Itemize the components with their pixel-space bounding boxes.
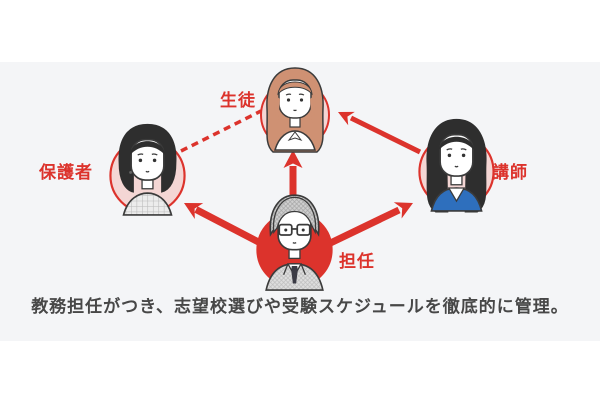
caption-text: 教務担任がつき、志望校選びや受験スケジュールを徹底的に管理。 (31, 297, 569, 317)
node-label-teacher: 担任 (339, 252, 375, 272)
guardian-woman-avatar-icon (109, 123, 186, 216)
student-girl-avatar-icon (260, 67, 330, 153)
instructor-woman-avatar-icon (418, 118, 495, 213)
node-label-student: 生徒 (220, 91, 256, 111)
node-label-guardian: 保護者 (39, 163, 93, 183)
node-label-instructor: 講師 (492, 163, 528, 183)
dashed-line-guardian-to-student (180, 109, 262, 153)
homeroom-teacher-man-avatar-icon (256, 194, 333, 291)
arrow-instructor-to-student (338, 111, 422, 155)
